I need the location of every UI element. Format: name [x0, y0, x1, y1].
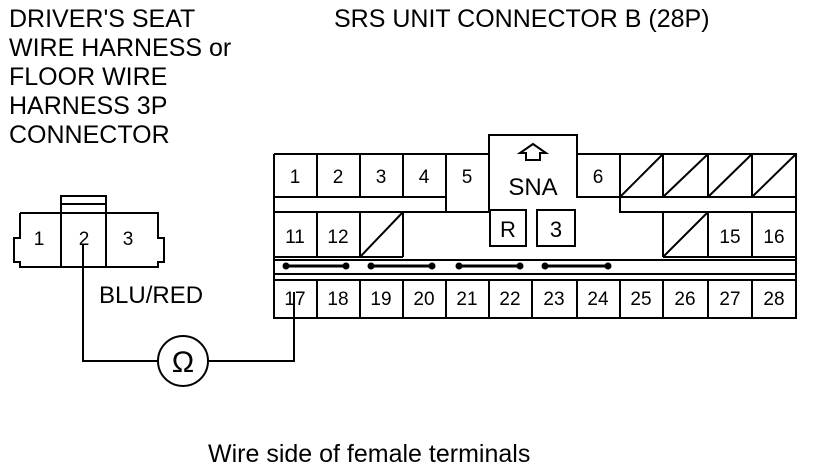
ohmmeter-icon [157, 335, 209, 387]
srs-pin-label: 1 [290, 167, 301, 188]
sna-label: SNA [508, 174, 557, 201]
r-label: R [500, 217, 516, 242]
harness-connector-title: DRIVER'S SEAT WIRE HARNESS or FLOOR WIRE… [9, 5, 232, 149]
ohmmeter-test-wire [82, 245, 295, 387]
srs-pin-label: 15 [719, 227, 740, 248]
srs-pin-label: 27 [719, 289, 740, 310]
small-pin-label: 2 [79, 229, 90, 250]
small-pin-label: 1 [34, 229, 45, 250]
srs-connector-title: SRS UNIT CONNECTOR B (28P) [334, 5, 710, 33]
up-arrow-icon [516, 142, 550, 161]
srs-pin-label: 4 [419, 167, 430, 188]
srs-pin-label: 6 [593, 167, 604, 188]
diagram-caption: Wire side of female terminals [208, 440, 531, 468]
srs-pin-label: 18 [327, 289, 348, 310]
wire-color-label: BLU/RED [99, 282, 203, 309]
small-pin-label: 3 [123, 229, 134, 250]
srs-pin-label: 11 [285, 227, 305, 248]
srs-pin-label: 16 [763, 227, 784, 248]
srs-pin-label: 20 [413, 289, 434, 310]
srs-pin-label: 17 [284, 289, 305, 310]
srs-pin-label: 21 [456, 289, 477, 310]
ohm-symbol: Ω [172, 346, 194, 379]
three-label: 3 [550, 217, 562, 242]
srs-pin-label: 5 [462, 167, 473, 188]
srs-pin-label: 23 [543, 289, 564, 310]
srs-pin-label: 28 [763, 289, 784, 310]
srs-pin-label: 2 [333, 167, 344, 188]
srs-pin-label: 3 [376, 167, 387, 188]
srs-28p-connector [273, 134, 797, 319]
small-3p-connector [13, 195, 165, 268]
srs-pin-label: 22 [499, 289, 520, 310]
srs-pin-label: 19 [370, 289, 391, 310]
srs-pin-label: 24 [587, 289, 609, 310]
srs-pin-label: 25 [630, 289, 651, 310]
srs-pin-label: 26 [674, 289, 695, 310]
srs-pin-label: 12 [327, 227, 348, 248]
